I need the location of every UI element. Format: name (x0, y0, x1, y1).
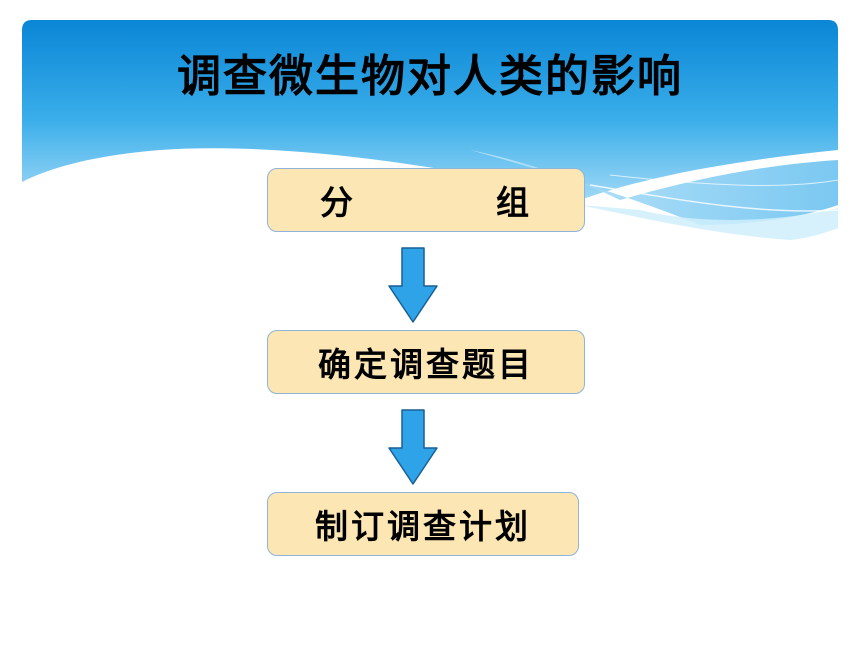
flow-step-group: 分 组 (267, 168, 585, 232)
down-arrow-icon (388, 409, 438, 485)
banner-background (22, 20, 839, 240)
slide-title: 调查微生物对人类的影响 (177, 51, 683, 102)
flow-step-group-char-2: 组 (496, 183, 532, 222)
flow-step-group-char-1: 分 (320, 183, 356, 222)
down-arrow-icon (388, 247, 438, 323)
flow-step-topic: 确定调查题目 (267, 330, 585, 394)
flow-step-plan: 制订调查计划 (267, 492, 579, 556)
